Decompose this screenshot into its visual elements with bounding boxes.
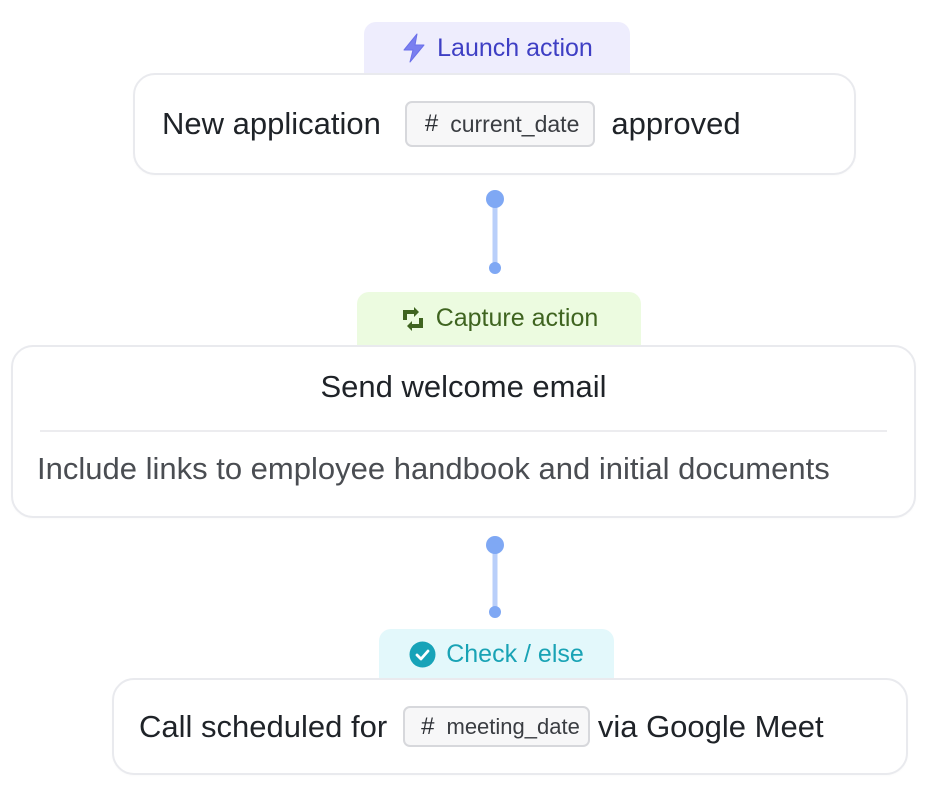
launch-text-before: New application bbox=[162, 106, 381, 141]
capture-action-card[interactable]: Send welcome email Include links to empl… bbox=[11, 345, 916, 518]
launch-action-card[interactable]: New application # current_date approved bbox=[133, 73, 856, 175]
check-else-badge: Check / else bbox=[379, 629, 614, 679]
check-text-before: Call scheduled for bbox=[139, 708, 388, 744]
check-circle-icon bbox=[409, 641, 436, 668]
check-else-label: Check / else bbox=[446, 639, 584, 668]
flow-connector bbox=[486, 190, 504, 274]
launch-action-badge: Launch action bbox=[364, 22, 630, 74]
current-date-variable-chip[interactable]: # current_date bbox=[404, 101, 596, 147]
check-else-card[interactable]: Call scheduled for # meeting_date via Go… bbox=[112, 678, 908, 775]
lightning-icon bbox=[401, 33, 427, 63]
capture-action-description: Include links to employee handbook and i… bbox=[37, 451, 830, 486]
launch-action-text: New application # current_date approved bbox=[162, 75, 741, 173]
hash-icon: # bbox=[421, 712, 435, 740]
meeting-date-variable-chip[interactable]: # meeting_date bbox=[403, 706, 590, 747]
capture-arrows-icon bbox=[400, 306, 426, 332]
capture-action-title: Send welcome email bbox=[320, 369, 607, 404]
check-text-after: via Google Meet bbox=[597, 708, 824, 744]
capture-action-label: Capture action bbox=[435, 304, 599, 332]
flow-connector bbox=[486, 536, 504, 618]
capture-action-badge: Capture action bbox=[357, 292, 641, 345]
launch-text-after: approved bbox=[611, 106, 741, 141]
variable-name: meeting_date bbox=[446, 713, 580, 739]
check-else-text: Call scheduled for # meeting_date via Go… bbox=[139, 680, 824, 773]
launch-action-label: Launch action bbox=[437, 33, 593, 62]
card-divider bbox=[40, 430, 887, 432]
variable-name: current_date bbox=[450, 110, 580, 137]
hash-icon: # bbox=[424, 110, 439, 137]
